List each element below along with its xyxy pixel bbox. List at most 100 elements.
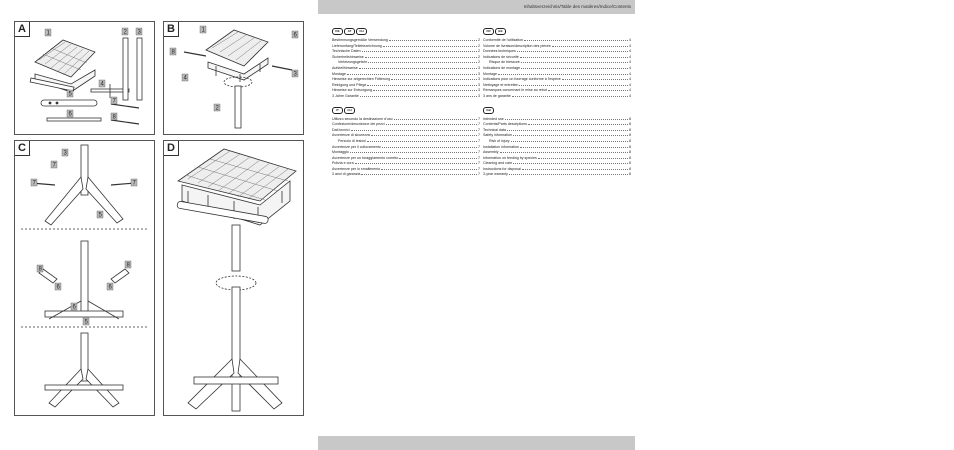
toc-leader-dots [361, 171, 477, 176]
toc-leader-dots [527, 121, 628, 126]
toc-entry-page: 4 [629, 60, 631, 65]
toc-entry-page: 3 [478, 71, 480, 76]
country-badge: GB [483, 106, 494, 114]
toc-entry-title: Avvertenze per il collocamento [332, 144, 381, 149]
callout-c-8a: 8 [39, 267, 43, 273]
toc-entry-title: 3 ans de garantie [483, 93, 511, 98]
toc-entry-title: Technical data [483, 127, 506, 132]
callout-a-8: 8 [113, 115, 117, 121]
toc-entry-title: Utilizzo secondo la destinazione d'uso [332, 116, 393, 121]
toc-leader-dots [382, 43, 477, 47]
toc-leader-dots [537, 155, 628, 159]
callout-c-6c: 6 [73, 305, 77, 311]
callout-c-7c: 7 [133, 181, 137, 187]
country-badge: DE [332, 28, 343, 35]
toc-entry-page: 4 [629, 71, 631, 76]
toc-entry-page: 7 [478, 127, 480, 132]
callout-a-7: 7 [113, 99, 117, 105]
callout-a-6: 6 [69, 112, 73, 118]
toc-leader-dots [519, 144, 628, 148]
callout-a-1: 1 [47, 31, 51, 37]
toc-entry-title: 3 Jahre Garantie [332, 93, 359, 98]
figure-c: 3 7 7 7 5 8 8 6 6 6 5 C [14, 140, 155, 416]
toc-leader-dots [551, 43, 628, 47]
toc-entry-page: 8 [629, 166, 631, 171]
toc-entry-title: Hinweise zur Entsorgung [332, 88, 372, 93]
country-badge: FR [483, 28, 494, 35]
toc-leader-dots [350, 127, 477, 131]
toc-entry[interactable]: Avvertenze per un foraggiamento corretto… [332, 155, 480, 161]
toc-entry[interactable]: Volume de livraison/description des pièc… [483, 43, 631, 49]
toc-entry-title: Montage [483, 71, 497, 76]
toc-leader-dots [521, 166, 628, 170]
toc-entry-page: 8 [629, 161, 631, 166]
header-bar: Inhaltsverzeichnis/Table des matières/In… [318, 0, 635, 14]
toc-entry-page: 4 [629, 82, 631, 87]
toc-entry[interactable]: Indications pour un fourrage conforme à … [483, 76, 631, 82]
callout-c-8b: 8 [127, 263, 131, 269]
toc-entry-title: Intended use [483, 116, 504, 121]
toc-entry-title: 3-year warranty [483, 172, 508, 177]
toc-leader-dots [521, 65, 628, 69]
toc-entry-page: 7 [478, 155, 480, 160]
toc-leader-dots [367, 82, 477, 86]
toc-entry[interactable]: Montage 4 [483, 71, 631, 77]
callout-b-3: 3 [294, 72, 298, 78]
toc-leader-dots [513, 160, 628, 165]
toc-entry-page: 7 [478, 150, 480, 155]
figure-a-label: A [15, 22, 30, 37]
toc-entry-title: Safety information [483, 133, 512, 138]
toc-entry-page: 8 [629, 138, 631, 143]
callout-b-6: 6 [294, 33, 298, 39]
toc-leader-dots [547, 87, 628, 92]
toc-leader-dots [364, 54, 477, 58]
callout-c-5: 5 [99, 213, 103, 219]
toc-entry-title: Bestimmungsgemäße Verwendung [332, 38, 388, 42]
toc-leader-dots [524, 37, 628, 41]
toc-entry-page: 2 [478, 54, 480, 59]
